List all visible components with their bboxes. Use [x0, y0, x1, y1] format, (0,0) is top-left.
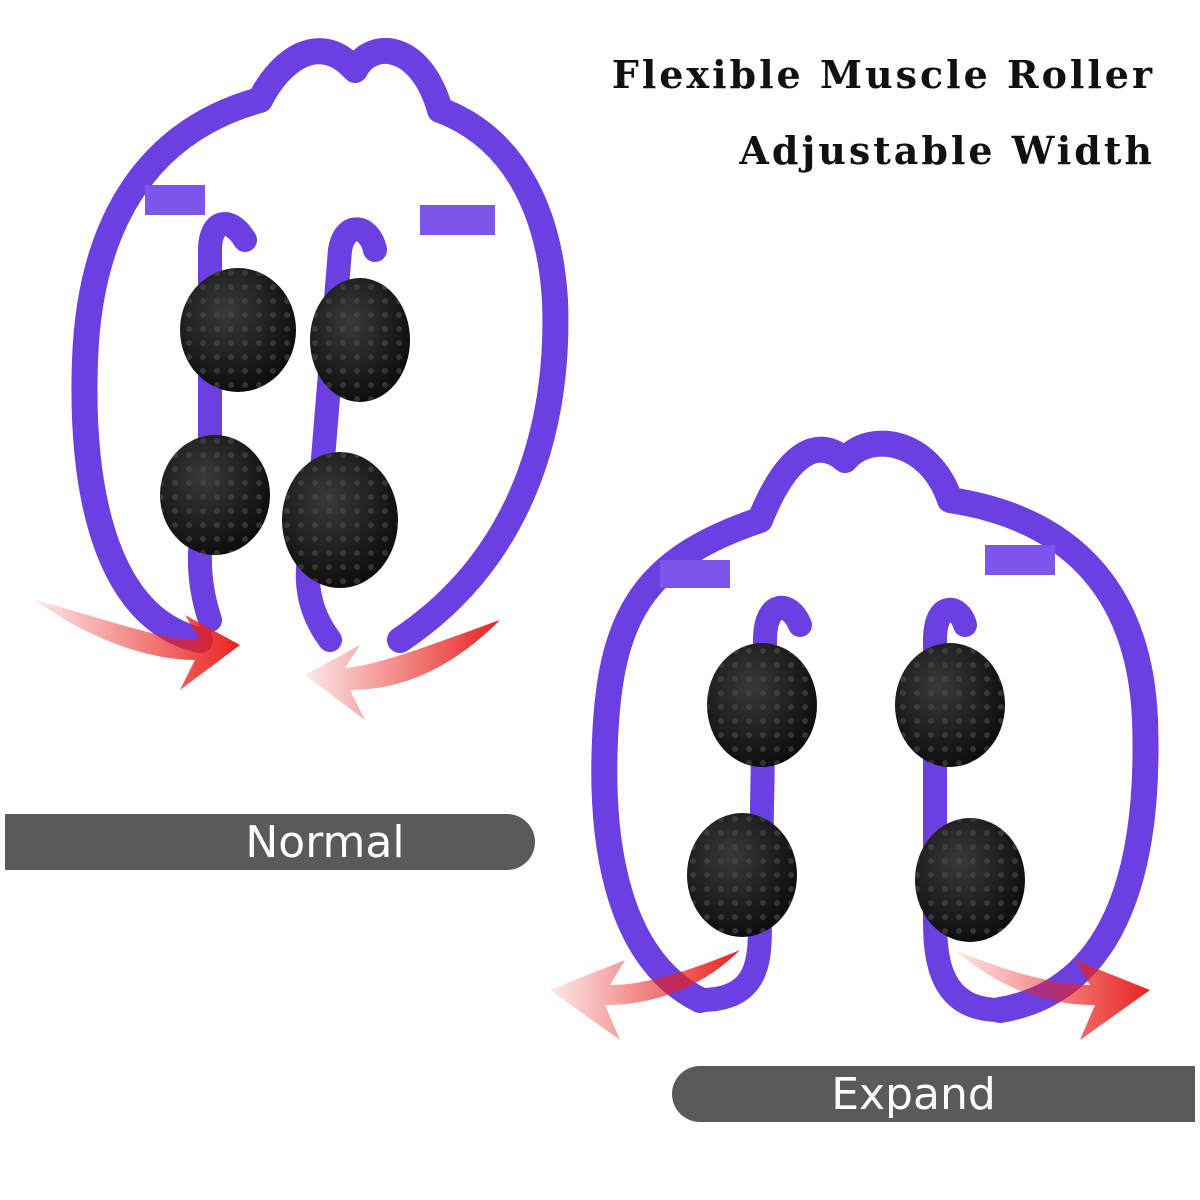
roller-expand — [591, 430, 1159, 1023]
label-normal: Normal — [5, 814, 535, 870]
arrows-inward — [35, 600, 500, 720]
title-line-2: Adjustable Width — [739, 128, 1155, 173]
label-expand: Expand — [672, 1066, 1195, 1122]
massage-balls-expand — [687, 643, 1025, 942]
frame-outer — [71, 38, 569, 653]
title-line-1: Flexible Muscle Roller — [611, 52, 1155, 97]
massage-balls-normal — [160, 268, 410, 588]
arrows-outward — [550, 950, 1150, 1040]
frame-outer — [591, 430, 1159, 1023]
